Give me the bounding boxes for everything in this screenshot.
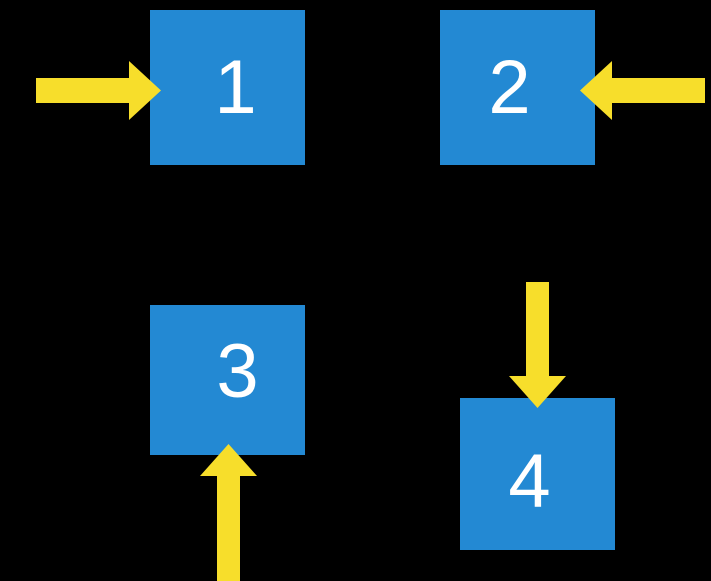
- node-box-2-label: 2: [488, 44, 531, 130]
- node-box-3-label: 3: [216, 329, 259, 414]
- node-box-3[interactable]: 3: [150, 305, 305, 455]
- arrow-right-icon[interactable]: [36, 61, 161, 120]
- node-box-1[interactable]: 1: [150, 10, 305, 165]
- node-box-2[interactable]: 2: [440, 10, 595, 165]
- arrow-up-icon[interactable]: [200, 444, 257, 581]
- node-box-1-label: 1: [214, 44, 257, 130]
- node-box-4[interactable]: 4: [460, 398, 615, 550]
- arrow-down-icon[interactable]: [509, 282, 566, 408]
- arrow-left-icon[interactable]: [580, 61, 705, 120]
- node-box-4-label: 4: [508, 439, 551, 524]
